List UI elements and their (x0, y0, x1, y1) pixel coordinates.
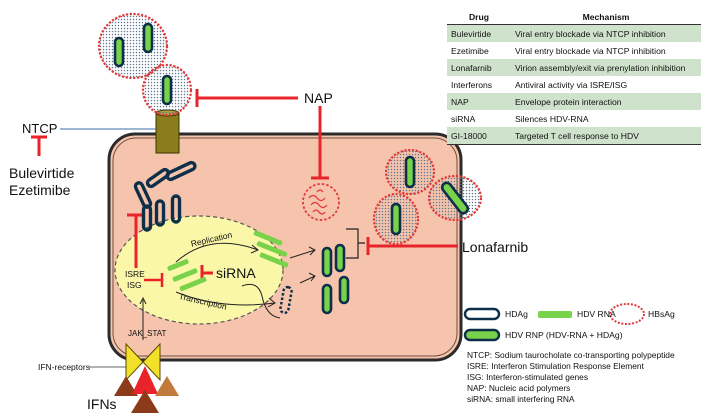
legend-hdv-rnp-label: HDV RNP (HDV-RNA + HDAg) (505, 330, 623, 340)
transcript-hook (241, 283, 281, 319)
abbr-isre: ISRE: Interferon Stimulation Response El… (467, 361, 644, 371)
hdv-rna-strand (256, 241, 288, 257)
legend-hdv-rna (538, 311, 572, 318)
hdv-rnp (338, 275, 350, 305)
table-cell-drug: NAP (447, 93, 511, 110)
sirna-label: siRNA (216, 265, 256, 281)
ntcp-label: NTCP (22, 121, 58, 136)
ntcp-inhibitor (31, 135, 47, 156)
hdv-rnp (334, 243, 346, 273)
hdv-virion (141, 63, 193, 117)
hdag-molecule (154, 199, 166, 227)
drug-mechanism-table: Drug Mechanism Bulevirtide Viral entry b… (447, 10, 701, 145)
hdag-molecule (170, 194, 182, 224)
hdv-virion (372, 192, 420, 246)
hdv-virion (427, 174, 483, 222)
hdv-rna-strand (253, 230, 283, 246)
hdv-rnp (390, 202, 402, 236)
table-cell-mechanism: Viral entry blockade via NTCP inhibition (515, 45, 666, 56)
hdv-rnp-complexes (321, 243, 350, 315)
table-cell-mechanism: Viral entry blockade via NTCP inhibition (511, 24, 701, 42)
hdv-rna-strand (172, 268, 198, 282)
lonafarnib-inhibitor (366, 237, 458, 255)
transcription-arrow (175, 291, 276, 306)
table-row: NAP Envelope protein interaction (447, 93, 701, 110)
table-row: Ezetimibe Viral entry blockade via NTCP … (447, 42, 701, 59)
hdag-to-rnp-arrow (299, 272, 316, 284)
ifn-molecules (114, 366, 179, 413)
hdv-virion (97, 12, 169, 80)
hdv-rna-strand (179, 276, 207, 292)
hdv-rnp (113, 36, 125, 68)
hdv-rna-strands (167, 230, 289, 292)
legend-hdv-rnp (463, 328, 501, 342)
abbr-isg: ISG: Interferon-stimulated genes (467, 372, 589, 382)
nap-label: NAP (304, 90, 333, 106)
table-cell-mechanism: Silences HDV-RNA (515, 113, 589, 124)
abbr-sirna: siRNA: small interfering RNA (467, 394, 575, 404)
hdv-rnp (321, 246, 333, 278)
table-cell-mechanism: Antiviral activity via ISRE/ISG (515, 79, 628, 90)
rna-to-rnp-arrow (289, 246, 316, 259)
hdv-rnp (142, 22, 154, 54)
hdag-molecule (145, 167, 171, 189)
table-cell-mechanism: Targeted T cell response to HDV (511, 127, 701, 145)
hdag-molecule (165, 160, 197, 182)
legend-hdv-rna-label: HDV RNA (577, 309, 616, 319)
table-cell-drug: siRNA (451, 113, 476, 124)
jak-stat-arrow (139, 296, 147, 340)
table-row: Lonafarnib Virion assembly/exit via pren… (447, 59, 701, 76)
lonafarnib-label: Lonafarnib (462, 239, 529, 255)
ntcp-channel (155, 112, 180, 154)
hdv-rnp (161, 74, 173, 106)
legend-hdag (463, 307, 501, 321)
isre-label: ISRE (125, 269, 145, 279)
hdv-rna-strand (259, 252, 289, 268)
table-cell-drug: Ezetimibe (451, 45, 489, 56)
hdv-virion (384, 148, 436, 196)
ifn-receptor (125, 342, 161, 382)
table-cell-mechanism: Virion assembly/exit via prenylation inh… (511, 59, 701, 76)
nucleus (114, 215, 284, 325)
hdag-molecules (133, 160, 293, 315)
table-row: Bulevirtide Viral entry blockade via NTC… (447, 24, 701, 42)
table-cell-drug: Bulevirtide (447, 24, 511, 42)
table-row: siRNA Silences HDV-RNA (447, 110, 701, 127)
hbsag-cluster (302, 183, 340, 221)
legend-hbsag (609, 303, 645, 325)
table-cell-drug: GI-18000 (447, 127, 511, 145)
legend-hbsag-label: HBsAg (648, 309, 675, 319)
nap-inhibitor-cell (311, 106, 329, 180)
bulevirtide-label: Bulevirtide (9, 165, 75, 181)
hdv-virions (97, 12, 483, 246)
hdv-rnp (404, 155, 416, 189)
jak-stat-label: JAK_STAT (128, 329, 167, 338)
abbr-nap: NAP: Nucleic acid polymers (467, 383, 571, 393)
ezetimibe-label: Ezetimibe (9, 182, 71, 198)
table-cell-drug: Lonafarnib (447, 59, 511, 76)
nap-inhibitor-virion (195, 89, 298, 107)
hdag-molecule (141, 204, 153, 232)
table-header-mechanism: Mechanism (511, 10, 701, 25)
assembly-bracket (346, 228, 365, 259)
ifns-label: IFNs (87, 396, 117, 412)
isg-label: ISG (127, 280, 142, 290)
abbr-ntcp: NTCP: Sodium taurocholate co-transportin… (467, 350, 675, 360)
hdv-rnp (321, 283, 333, 315)
hdv-rnp (440, 181, 470, 215)
table-cell-drug: Interferons (451, 79, 493, 90)
table-header-drug: Drug (447, 10, 511, 25)
hdv-rna-strand (167, 259, 189, 271)
table-row: Interferons Antiviral activity via ISRE/… (447, 76, 701, 93)
ifn-receptors-label: IFN-receptors (38, 362, 90, 372)
legend-hdag-label: HDAg (505, 309, 528, 319)
hdag-molecule (279, 285, 293, 315)
replication-arrow (175, 242, 259, 263)
table-cell-mechanism: Envelope protein interaction (511, 93, 701, 110)
table-row: GI-18000 Targeted T cell response to HDV (447, 127, 701, 145)
